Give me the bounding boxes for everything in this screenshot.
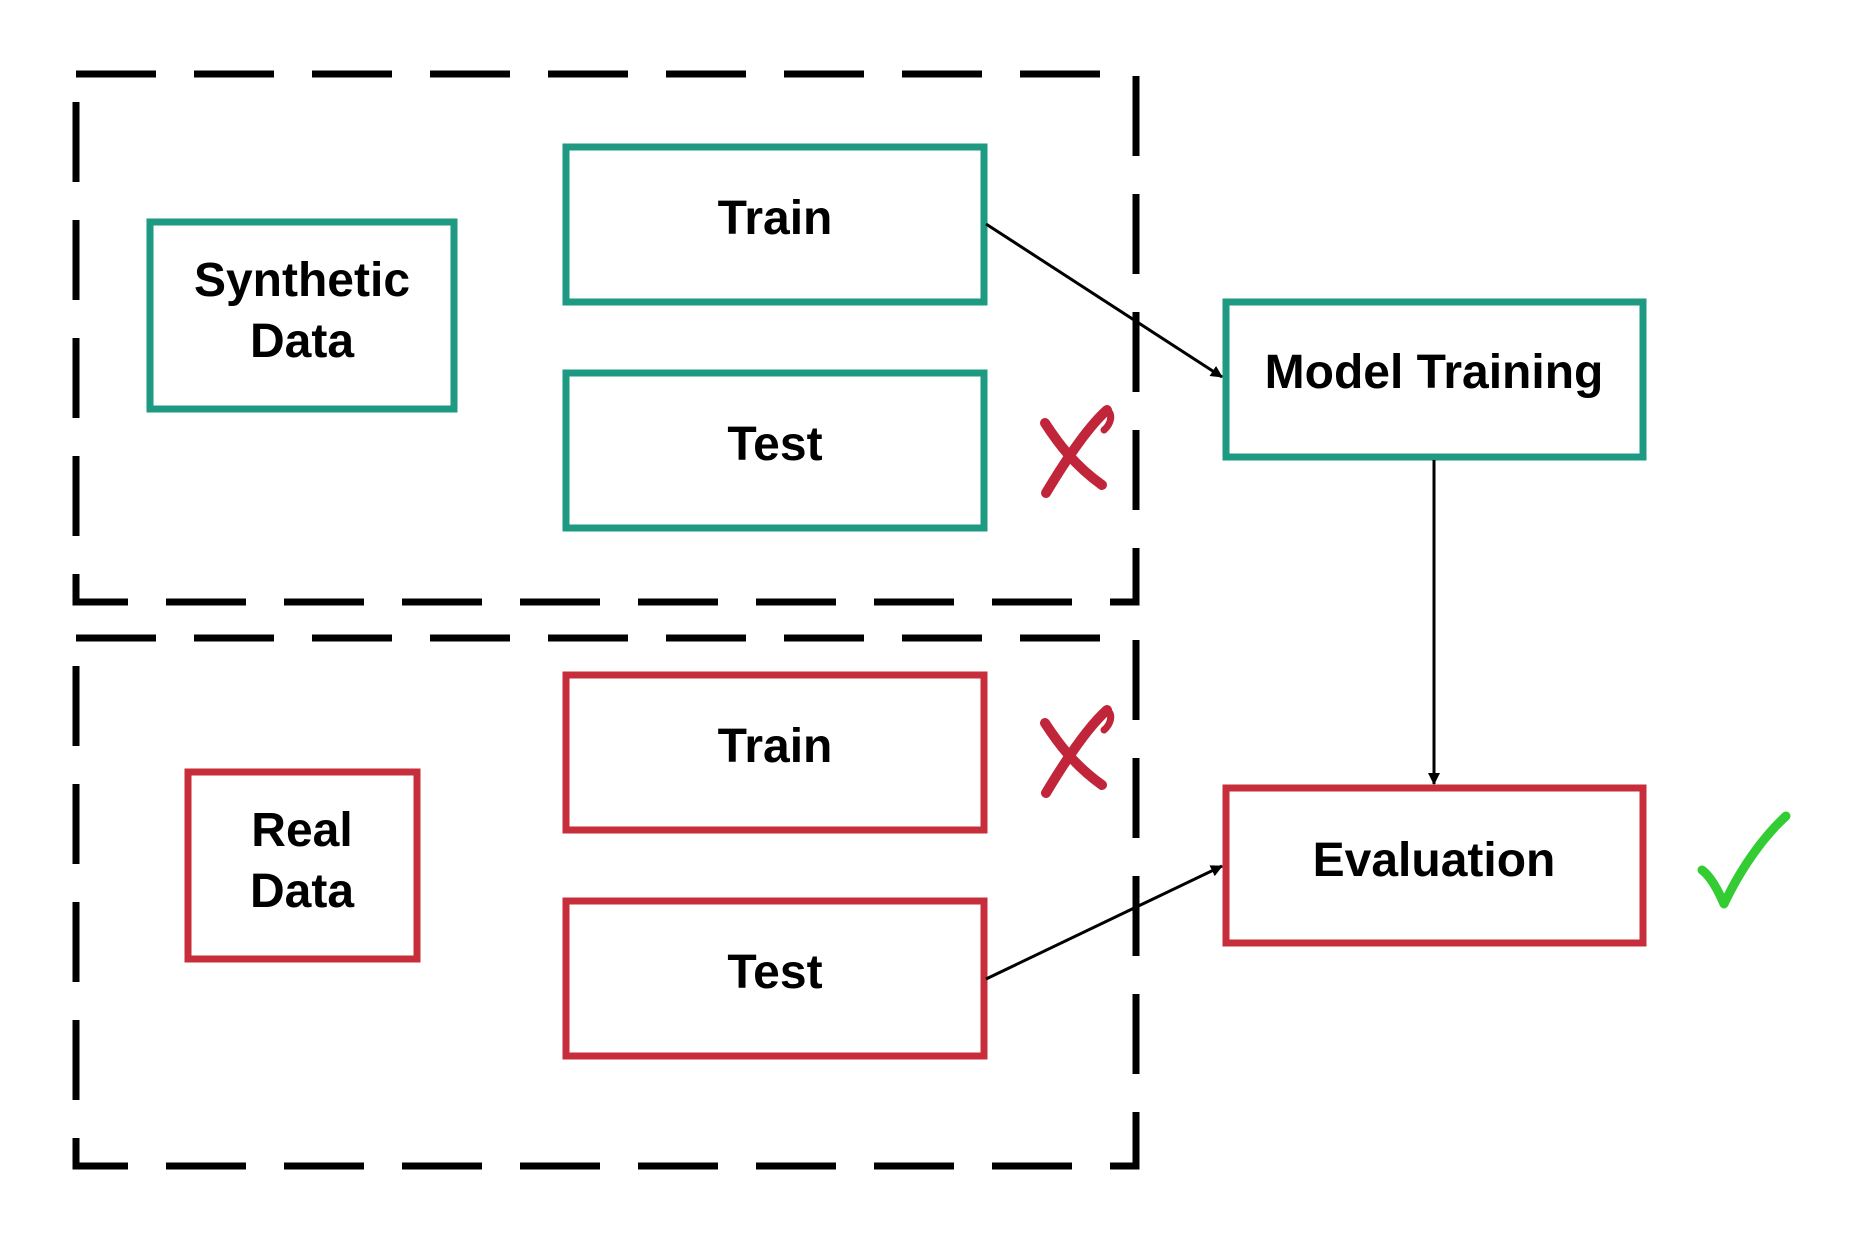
synthetic-group-container bbox=[72, 70, 1140, 606]
arrow-test-to-evaluation bbox=[985, 864, 1223, 981]
synthetic-test-label: Test bbox=[727, 418, 822, 471]
evaluation-node: Evaluation bbox=[1222, 784, 1647, 947]
cross-mark-icon bbox=[1040, 705, 1115, 798]
check-mark-icon bbox=[1697, 811, 1791, 909]
synthetic-test-node: Test bbox=[562, 369, 988, 532]
synthetic-data-label-line1: Synthetic bbox=[194, 254, 410, 307]
synthetic-train-label: Train bbox=[718, 192, 833, 245]
arrow-train-to-model-training bbox=[985, 222, 1223, 379]
real-test-node: Test bbox=[562, 897, 988, 1060]
model-training-label: Model Training bbox=[1265, 346, 1604, 399]
real-test-label: Test bbox=[727, 946, 822, 999]
synthetic-data-node: Synthetic Data bbox=[146, 218, 458, 413]
real-group-container bbox=[72, 634, 1140, 1170]
synthetic-train-node: Train bbox=[562, 143, 988, 306]
real-data-label-line1: Real bbox=[251, 804, 352, 857]
cross-mark-icon bbox=[1040, 405, 1115, 498]
model-training-node: Model Training bbox=[1222, 298, 1647, 461]
real-train-node: Train bbox=[562, 671, 988, 834]
evaluation-label: Evaluation bbox=[1313, 834, 1556, 887]
real-data-label-line2: Data bbox=[250, 865, 354, 918]
synthetic-data-label-line2: Data bbox=[250, 315, 354, 368]
real-data-node: Real Data bbox=[184, 768, 421, 963]
real-train-label: Train bbox=[718, 720, 833, 773]
